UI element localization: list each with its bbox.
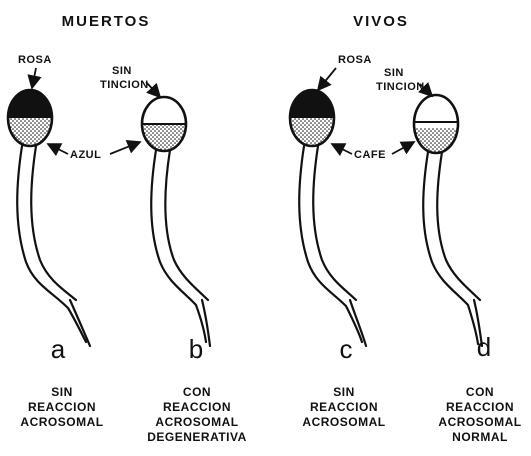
caption-d-line-3: ACROSOMAL [438,415,521,429]
caption-b-line-1: CON [183,385,211,399]
sperm-a [8,90,90,346]
caption-b-line-2: REACCION [163,400,231,414]
caption-d-line-4: NORMAL [452,430,508,444]
label-rosa-a: ROSA [18,54,52,66]
sperm-c-head-acrosome [290,90,334,118]
label-cafe: CAFE [354,149,386,161]
sperm-a-tail-end [70,300,90,346]
caption-a: SIN REACCION ACROSOMAL [20,385,103,429]
header-dead: MUERTOS [62,13,151,30]
caption-b-line-4: DEGENERATIVA [147,430,247,444]
caption-a-line-3: ACROSOMAL [20,415,103,429]
label-tincion-b: TINCION [100,79,149,91]
arrow-rosa-c [318,68,336,90]
caption-b: CON REACCION ACROSOMAL DEGENERATIVA [147,385,247,444]
caption-c: SIN REACCION ACROSOMAL [302,385,385,429]
caption-b-line-3: ACROSOMAL [155,415,238,429]
sperm-d-tail-right [437,152,480,300]
header-alive: VIVOS [353,13,409,30]
letter-a: a [51,334,66,364]
letter-b: b [189,334,203,364]
label-sin-b: SIN [112,65,132,77]
arrow-azul-right [110,142,140,154]
caption-c-line-2: REACCION [310,400,378,414]
sperm-c-tail-left [299,146,362,342]
label-azul: AZUL [70,149,101,161]
sperm-a-tail-right [31,146,76,300]
caption-a-line-1: SIN [51,385,73,399]
caption-a-line-2: REACCION [28,400,96,414]
sperm-c [290,90,366,346]
sperm-c-head-postacrosome [290,118,334,146]
sperm-a-head-postacrosome [8,118,52,146]
sperm-b [142,97,210,346]
arrow-cafe-right [392,142,414,154]
caption-c-line-3: ACROSOMAL [302,415,385,429]
sperm-d-head-postacrosome [415,128,458,152]
sperm-d-tail-left [423,152,478,344]
sperm-b-tail-right [165,150,208,300]
label-sin-d: SIN [384,67,404,79]
label-tincion-d: TINCION [376,81,425,93]
arrow-rosa-a [32,68,36,88]
caption-d-line-1: CON [466,385,494,399]
letter-d: d [477,332,491,362]
arrow-cafe-left [332,144,352,154]
letter-c: c [340,334,353,364]
arrow-azul-left [48,144,68,154]
sperm-a-head-acrosome [8,90,52,118]
label-rosa-c: ROSA [338,54,372,66]
caption-d: CON REACCION ACROSOMAL NORMAL [438,385,521,444]
caption-d-line-2: REACCION [446,400,514,414]
caption-c-line-1: SIN [333,385,355,399]
sperm-b-tail-left [151,150,206,342]
sperm-d [414,95,482,346]
sperm-c-tail-right [313,146,356,300]
